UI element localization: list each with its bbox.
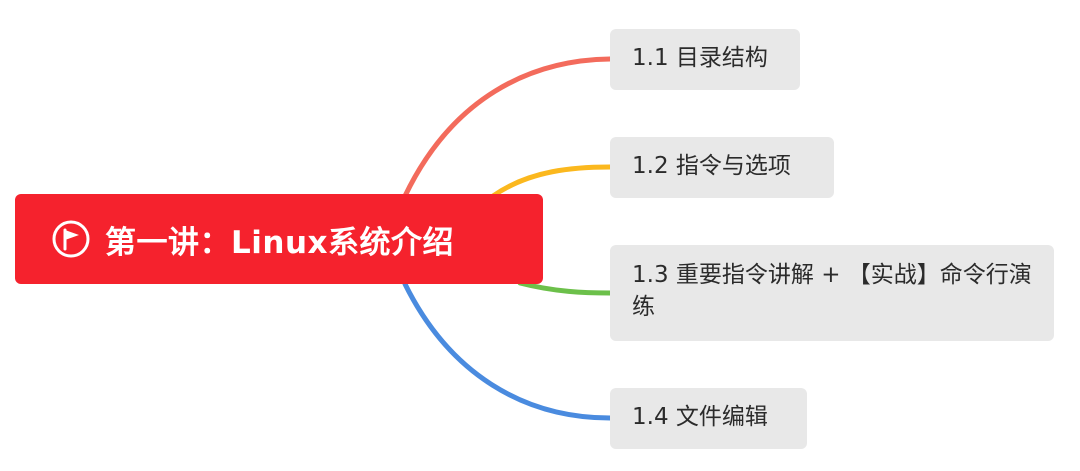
subtopic-1-3[interactable]: 1.3 重要指令讲解 + 【实战】命令行演练 [610, 245, 1054, 341]
root-topic[interactable]: 第一讲：Linux系统介绍 [15, 194, 543, 284]
branch-3-connector [517, 280, 613, 296]
subtopic-1-1[interactable]: 1.1 目录结构 [610, 29, 800, 90]
branch-2-connector [490, 164, 613, 199]
branch-4-connector [402, 281, 613, 421]
flag-icon [51, 219, 91, 259]
root-topic-title: 第一讲：Linux系统介绍 [105, 224, 455, 261]
subtopic-1-4[interactable]: 1.4 文件编辑 [610, 388, 807, 449]
branch-1-connector [402, 56, 613, 199]
subtopic-1-2[interactable]: 1.2 指令与选项 [610, 137, 834, 198]
